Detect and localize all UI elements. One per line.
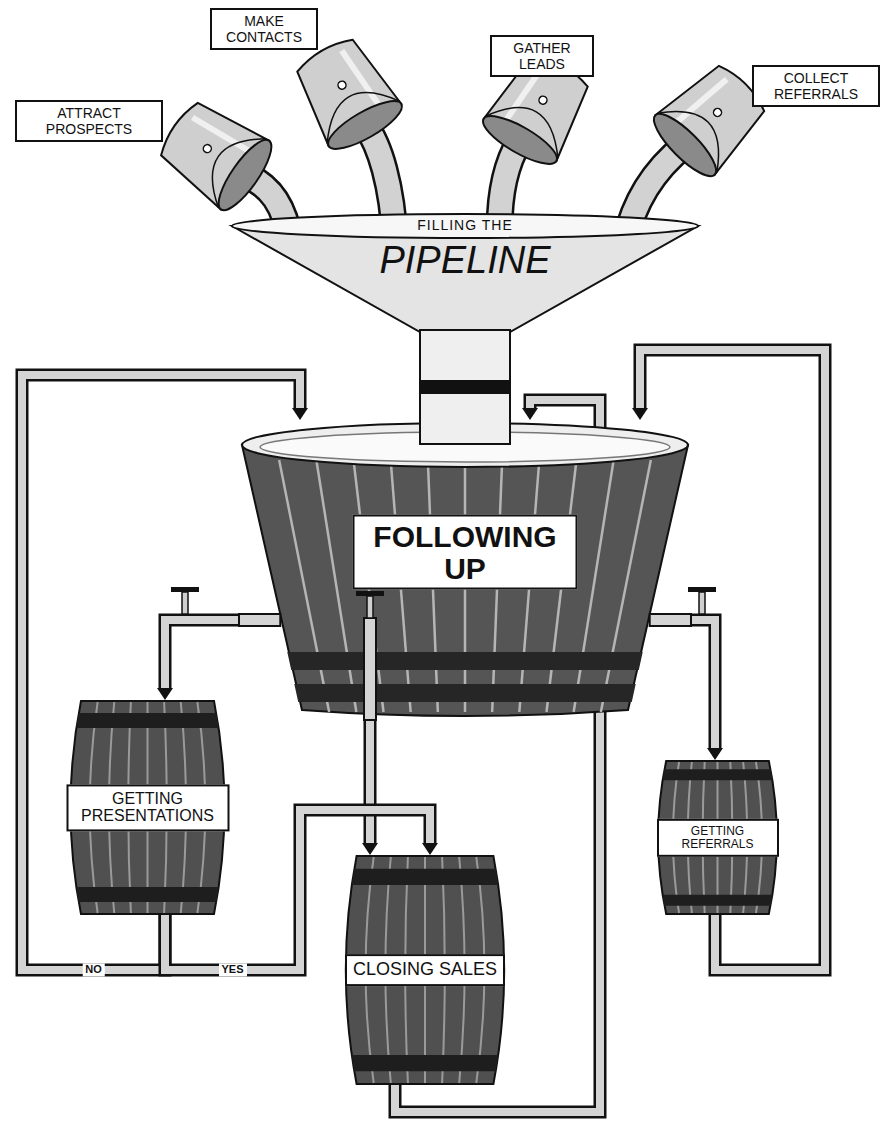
pipe-fill [165,620,240,689]
label-plate: CLOSING SALES [345,954,505,986]
caption-box: COLLECT REFERRALS [752,65,880,107]
funnel: FILLING THE PIPELINE [230,212,700,445]
drawing-part [663,769,773,780]
drawing-part [76,887,219,902]
bucket [150,91,279,217]
drawing-part [352,1055,499,1071]
node-text: FILLING THE [230,217,700,233]
tub: FOLLOWING UP [240,420,690,720]
pipe-fill [366,720,374,844]
drawing-part [182,592,188,614]
pipe-connector [157,620,240,700]
drawing-part [346,856,504,1084]
arrow-head [707,748,723,760]
drawing-part [367,596,373,618]
pipe-label: NO [82,963,105,976]
node-text: GATHER LEADS [497,40,587,72]
pipe-connector [362,720,378,855]
arrow-head [362,843,378,855]
pipe-outline [364,720,377,844]
drawing-part [601,460,651,712]
barrel: GETTING REFERRALS [650,760,785,915]
arrow-head [157,688,173,700]
drawing-part [316,460,356,712]
drawing-part [260,432,670,462]
pipe-fill [690,620,715,749]
barrel: CLOSING SALES [335,855,515,1085]
label-plate: FOLLOWING UP [353,515,578,590]
drawing-part [294,684,635,702]
drawing-part [171,587,199,592]
drawing-part [356,591,384,596]
node-text: ATTRACT PROSPECTS [22,105,156,137]
caption-box: MAKE CONTACTS [210,8,318,50]
label-plate: GETTING REFERRALS [657,818,779,856]
drawing-part [242,445,688,716]
label-plate: GETTING PRESENTATIONS [66,784,229,831]
arrow-head [522,408,538,420]
drawing-part [699,592,705,614]
barrel: GETTING PRESENTATIONS [60,700,235,915]
drawing-part [650,614,691,626]
caption-box: GATHER LEADS [490,35,594,77]
pipe-outline [165,620,240,689]
node-text: CLOSING SALES [352,960,498,980]
drawing-part [663,895,773,906]
arrow-head [292,408,308,420]
drawing-part [242,423,688,467]
pipe-label: YES [218,963,246,976]
caption-box: ATTRACT PROSPECTS [15,100,163,142]
drawing-part [76,713,219,728]
node-text: COLLECT REFERRALS [759,70,873,102]
pipe-outline [690,620,715,749]
node-text: MAKE CONTACTS [217,13,311,45]
node-text: GETTING PRESENTATIONS [73,790,222,825]
node-text: GETTING REFERRALS [664,824,772,850]
drawing-part [420,330,510,444]
pipe-connector [690,620,723,760]
drawing-part [420,380,510,394]
node-text: FOLLOWING UP [360,521,571,584]
drawing-part [71,701,225,914]
drawing-part [364,618,376,720]
drawing-part [352,869,499,885]
arrow-head [632,408,648,420]
arrow-head [422,843,438,855]
node-text: PIPELINE [230,240,700,282]
drawing-part [239,614,280,626]
drawing-part [287,652,642,670]
drawing-part [688,587,716,592]
